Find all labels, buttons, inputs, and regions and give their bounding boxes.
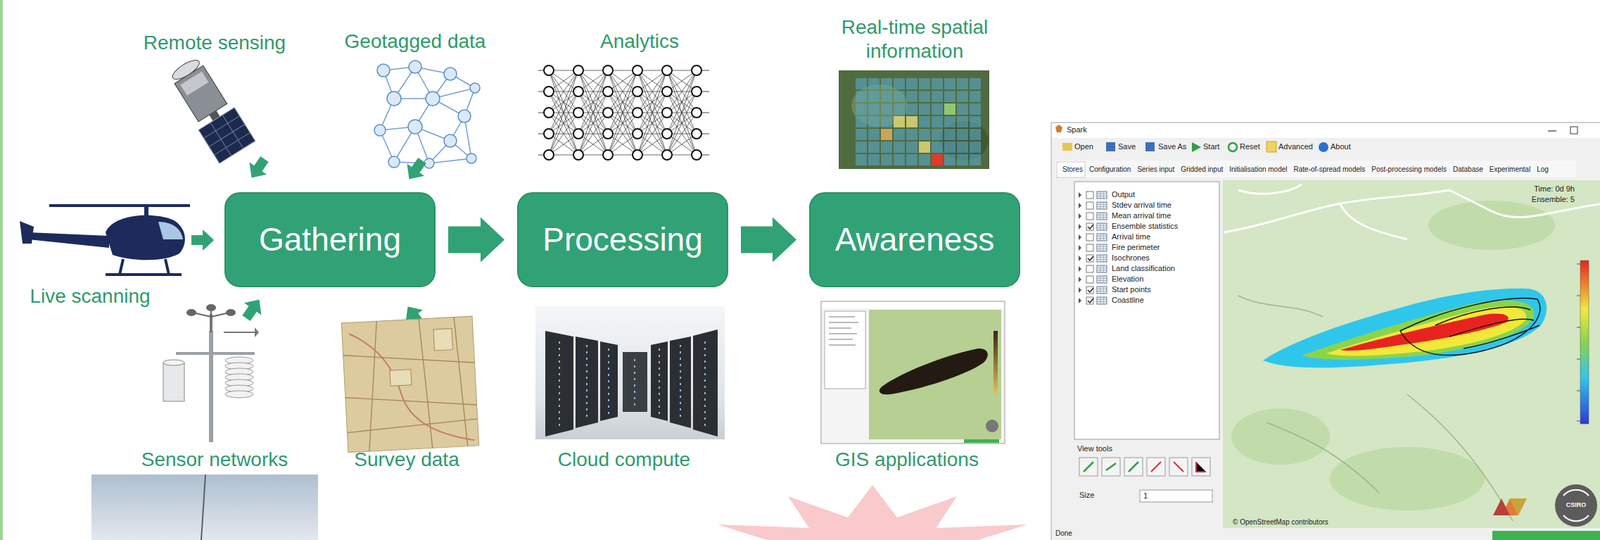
ui-text: Start points (1111, 284, 1152, 295)
ui-text: Configuration (1089, 165, 1131, 174)
ui-text: View tools (1077, 443, 1113, 454)
ui-text: About (1330, 142, 1351, 152)
geotag-network (374, 60, 480, 169)
ui-text: Open (1074, 142, 1094, 152)
caption: Analytics (600, 29, 679, 54)
ui-text: Output (1111, 189, 1135, 200)
caption: GIS applications (835, 447, 979, 472)
ui-text: Start (1203, 142, 1220, 152)
neural-network (538, 65, 710, 160)
node-label: Processing (542, 220, 703, 259)
ui-text: Log (1536, 165, 1549, 174)
ui-text: Save (1118, 142, 1136, 152)
satellite (165, 53, 256, 164)
ui-text: Save As (1158, 142, 1187, 152)
caption: Cloud compute (557, 447, 691, 472)
caption: Real-time spatial information (826, 15, 1003, 63)
process-box: Processing (517, 192, 729, 288)
server-room (535, 306, 725, 440)
ui-text: CSIRO (1566, 500, 1587, 509)
caption: Sensor networks (141, 447, 289, 472)
weather-station (163, 303, 259, 442)
ui-text: Arrival time (1111, 232, 1151, 242)
ui-text: 1 (1143, 491, 1148, 501)
ui-text: Fire perimeter (1111, 242, 1160, 252)
photo (91, 474, 319, 540)
ui-text: Ensemble: 5 (1531, 194, 1575, 205)
ui-text: Stdev arrival time (1111, 200, 1172, 210)
heatmap (838, 70, 990, 169)
flow-arrow (448, 217, 505, 263)
survey-map (341, 315, 479, 452)
ui-text: Size (1079, 490, 1095, 500)
ui-text: Stores (1062, 165, 1083, 174)
caption: Live scanning (29, 284, 150, 309)
ui-text: Gridded input (1180, 165, 1223, 174)
ui-text: Time: 0d 9h (1533, 184, 1575, 194)
ui-text: Done (1055, 529, 1073, 538)
ui-text: Advanced (1278, 142, 1313, 152)
process-box: Awareness (809, 192, 1021, 288)
process-box: Gathering (224, 192, 436, 288)
ui-text: Rate-of-spread models (1293, 165, 1366, 174)
ui-text: Mean arrival time (1111, 211, 1171, 221)
caption: Geotagged data (344, 29, 487, 54)
caption: Remote sensing (143, 30, 286, 55)
ui-text: Land classification (1111, 263, 1176, 273)
ui-text: Database (1452, 165, 1484, 174)
spark-screenshot (1051, 122, 1600, 540)
ui-text: Coastline (1111, 295, 1145, 305)
ui-text: Series input (1137, 165, 1175, 174)
node-label: Awareness (835, 220, 995, 259)
ui-text: © OpenStreetMap contributors (1232, 517, 1329, 527)
gis-screenshot (821, 301, 1005, 444)
caption: Survey data (353, 447, 459, 472)
node-label: Gathering (258, 220, 402, 259)
ui-text: Elevation (1111, 274, 1144, 284)
ui-text: Spark (1066, 125, 1088, 135)
ui-text: Experimental (1489, 165, 1531, 174)
helicopter (19, 204, 190, 275)
ui-text: Reset (1239, 142, 1261, 152)
ui-text: Initialisation model (1229, 165, 1287, 174)
flow-arrow (740, 217, 797, 263)
starburst (717, 484, 1028, 540)
ui-text: Post-processing models (1371, 165, 1447, 174)
ui-text: Isochrones (1111, 253, 1150, 263)
edge-bar (0, 0, 3, 540)
ui-text: Ensemble statistics (1111, 221, 1178, 231)
